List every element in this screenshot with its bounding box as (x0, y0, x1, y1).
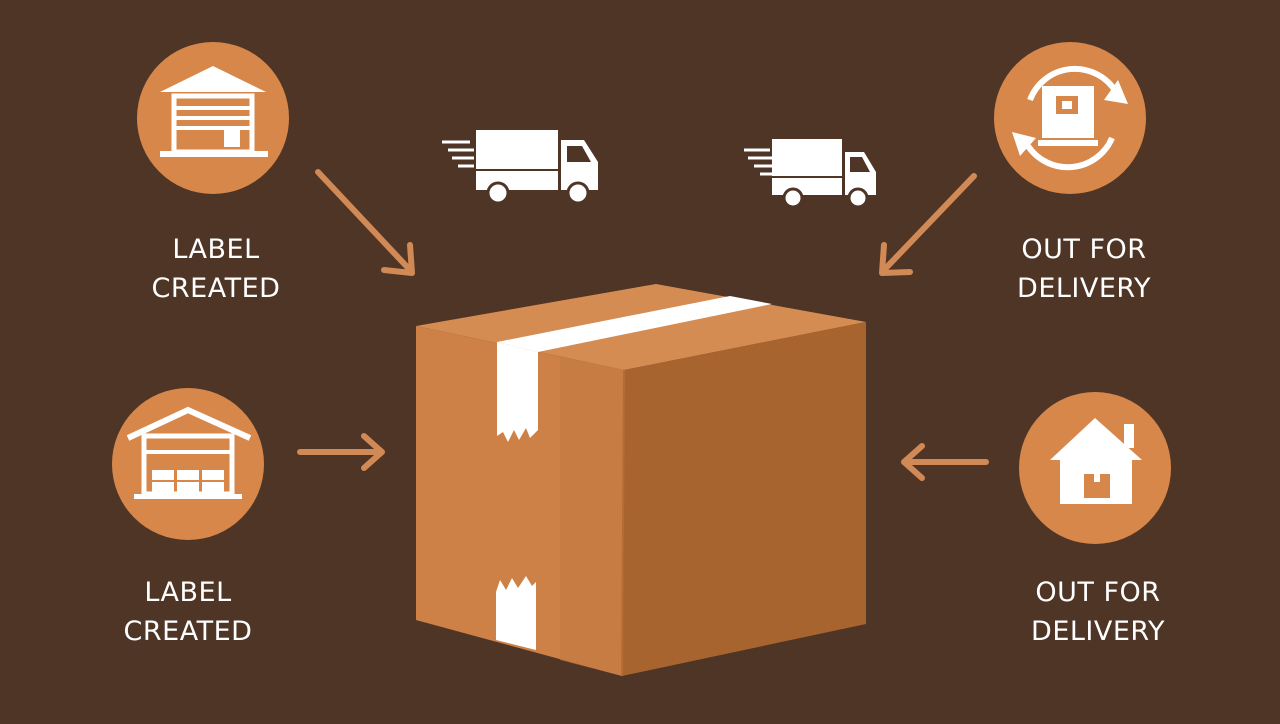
arrow-top-left (315, 169, 415, 276)
stage-label-line: OUT FOR (1035, 577, 1161, 608)
stage-label-line: DELIVERY (1031, 616, 1165, 647)
package-cycle-icon (994, 42, 1146, 194)
stage-label-line: DELIVERY (1017, 273, 1151, 304)
delivery-truck-icon (744, 139, 876, 209)
stage-label-top-right: OUT FOR DELIVERY (964, 230, 1204, 308)
stage-label-line: OUT FOR (1021, 234, 1147, 265)
warehouse-storage-icon (112, 388, 264, 540)
stage-label-line: CREATED (151, 273, 281, 304)
stage-label-line: LABEL (172, 234, 260, 265)
warehouse-icon (137, 42, 289, 194)
stage-label-top-left: LABEL CREATED (96, 230, 336, 308)
stage-label-line: LABEL (144, 577, 232, 608)
stage-label-line: CREATED (123, 616, 253, 647)
cardboard-box-icon (416, 284, 866, 677)
arrow-top-right (879, 173, 977, 276)
arrow-bottom-left (297, 433, 385, 471)
delivery-truck-icon (442, 130, 598, 205)
arrow-bottom-right (901, 443, 989, 481)
stage-label-bottom-right: OUT FOR DELIVERY (978, 573, 1218, 651)
stage-label-bottom-left: LABEL CREATED (68, 573, 308, 651)
home-delivery-icon (1019, 392, 1171, 544)
